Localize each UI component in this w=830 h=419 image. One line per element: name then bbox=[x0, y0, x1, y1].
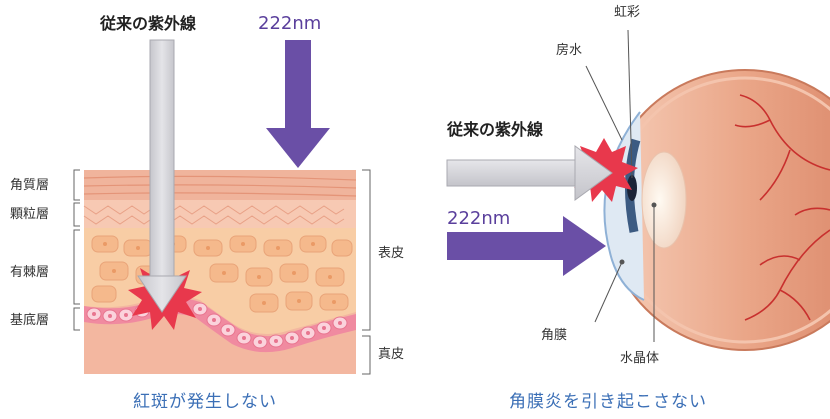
layer-label-corneum: 角質層 bbox=[10, 179, 49, 192]
skin-uv-label: 従来の紫外線 bbox=[100, 16, 196, 32]
lens-shape bbox=[642, 152, 686, 248]
dermis-label: 真皮 bbox=[378, 348, 404, 361]
eye-diagram bbox=[447, 30, 830, 350]
aqueous-label: 房水 bbox=[556, 44, 582, 57]
skin-diagram bbox=[74, 40, 370, 374]
iris-label: 虹彩 bbox=[614, 6, 640, 19]
stratum-granulosum bbox=[84, 200, 356, 228]
lens-label: 水晶体 bbox=[620, 352, 659, 365]
nm-arrow-skin bbox=[266, 40, 330, 168]
cornea-label: 角膜 bbox=[541, 329, 567, 342]
skin-caption: 紅斑が発生しない bbox=[133, 394, 277, 411]
layer-label-spinosum: 有棘層 bbox=[10, 266, 49, 279]
eye-caption: 角膜炎を引き起こさない bbox=[509, 394, 707, 411]
layer-label-basale: 基底層 bbox=[10, 314, 49, 327]
eye-nm-label: 222nm bbox=[447, 210, 510, 228]
layer-label-granulosum: 顆粒層 bbox=[10, 208, 49, 221]
epidermis-label: 表皮 bbox=[378, 247, 404, 260]
cornea-shape bbox=[604, 112, 644, 300]
eye-uv-label: 従来の紫外線 bbox=[447, 122, 543, 138]
skin-nm-label: 222nm bbox=[258, 15, 321, 33]
